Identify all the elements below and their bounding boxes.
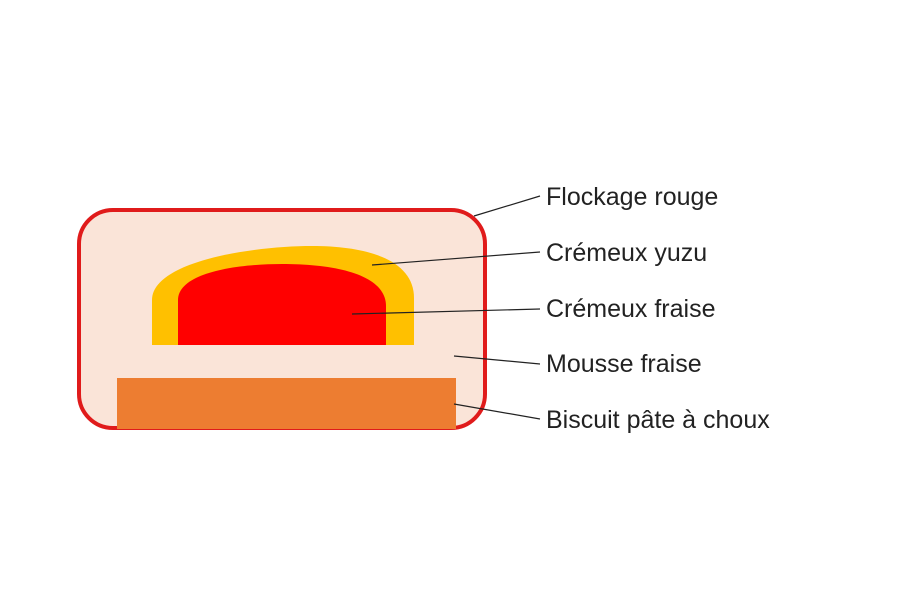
label-cremeux-fraise: Crémeux fraise	[546, 295, 716, 323]
label-biscuit-pate-a-choux: Biscuit pâte à choux	[546, 406, 770, 434]
label-cremeux-yuzu: Crémeux yuzu	[546, 239, 707, 267]
leader-line-flockage	[473, 195, 541, 217]
leader-line-cremeux-yuzu	[371, 251, 541, 266]
leader-line-cremeux-fraise	[351, 308, 541, 315]
label-mousse-fraise: Mousse fraise	[546, 350, 702, 378]
biscuit-layer	[117, 378, 456, 429]
leader-line-mousse-fraise	[453, 355, 541, 365]
cremeux-fraise-layer	[178, 264, 386, 345]
leader-line-biscuit	[453, 403, 541, 420]
label-flockage-rouge: Flockage rouge	[546, 183, 718, 211]
